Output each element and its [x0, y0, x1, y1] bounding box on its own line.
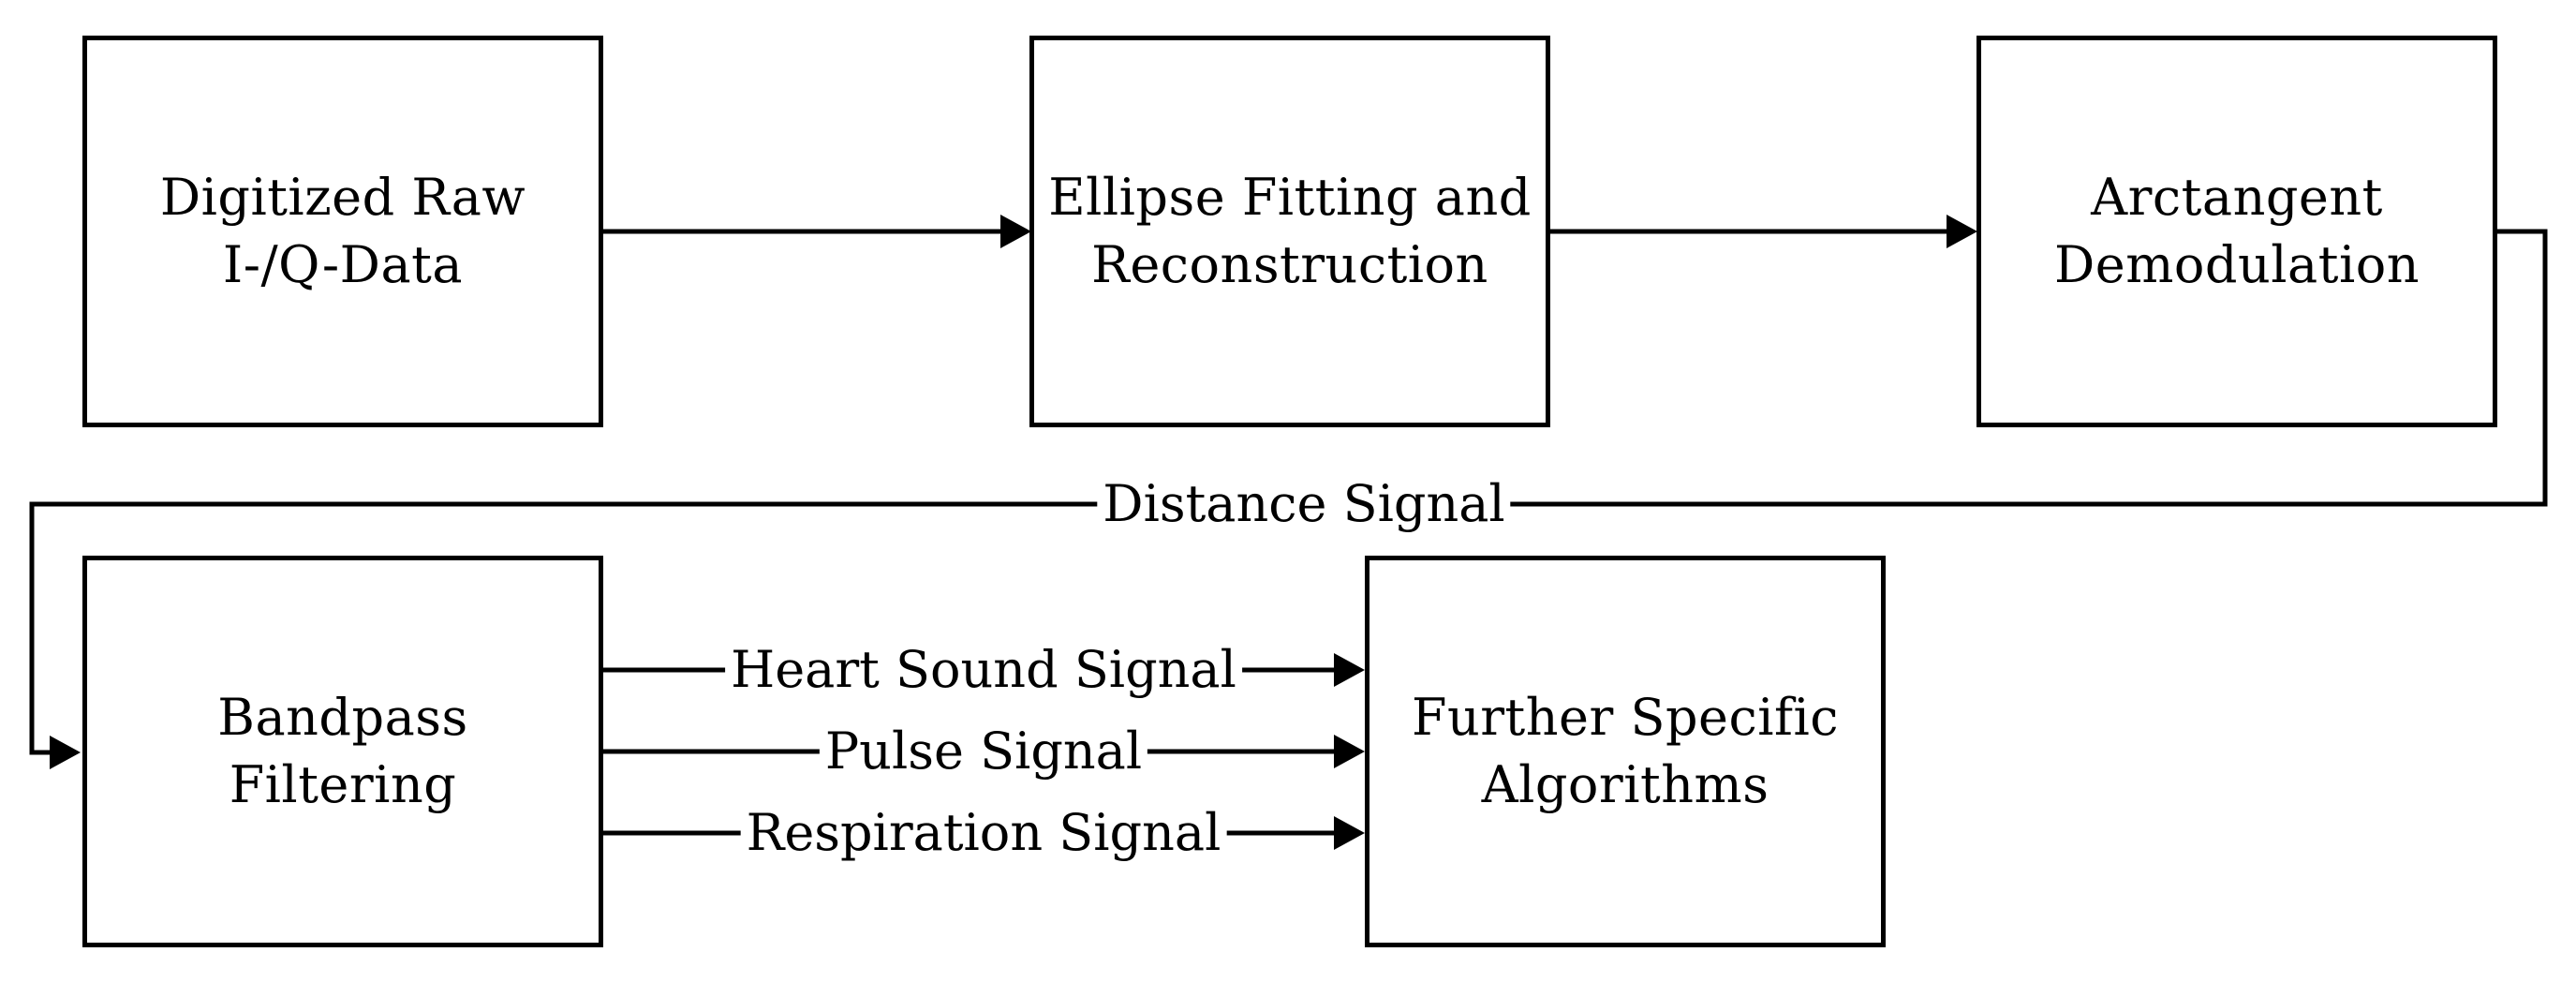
node-ellipse-fitting: Ellipse Fitting and Reconstruction [1029, 36, 1550, 427]
node-label: Ellipse Fitting and Reconstruction [1048, 164, 1532, 299]
node-label-line-1: Further Specific [1411, 688, 1839, 747]
node-label-line-1: Arctangent [2091, 168, 2383, 227]
node-label: Digitized Raw I-/Q-Data [160, 164, 526, 299]
node-label: Further Specific Algorithms [1412, 684, 1839, 819]
node-digitized-raw-data: Digitized Raw I-/Q-Data [82, 36, 603, 427]
node-label-line-2: Demodulation [2053, 235, 2421, 294]
node-label: Arctangent Demodulation [2054, 164, 2420, 299]
node-label-line-1: Bandpass [217, 688, 468, 747]
node-label-line-2: Filtering [229, 755, 457, 814]
arrowhead-respiration [1334, 816, 1365, 850]
arrowhead-pulse [1334, 735, 1365, 768]
node-further-specific-algorithms: Further Specific Algorithms [1365, 556, 1886, 947]
node-label-line-2: Algorithms [1481, 755, 1769, 814]
edge-label-respiration-signal: Respiration Signal [740, 805, 1227, 861]
node-label-line-2: I-/Q-Data [222, 235, 464, 294]
edge-label-heart-sound-signal: Heart Sound Signal [725, 642, 1242, 698]
node-label-line-1: Digitized Raw [159, 168, 526, 227]
edge-label-pulse-signal: Pulse Signal [819, 723, 1148, 780]
edge-label-distance-signal: Distance Signal [1097, 476, 1511, 532]
arrowhead-raw-to-ellipse [1000, 215, 1031, 248]
arrowhead-ellipse-to-arctan [1947, 215, 1977, 248]
node-label-line-1: Ellipse Fitting and [1048, 168, 1532, 227]
arrowhead-heart-sound [1334, 653, 1365, 687]
node-label-line-2: Reconstruction [1091, 235, 1488, 294]
node-arctangent-demodulation: Arctangent Demodulation [1976, 36, 2497, 427]
node-label: Bandpass Filtering [217, 684, 467, 819]
arrowhead-arctan-to-bandpass [50, 736, 81, 769]
node-bandpass-filtering: Bandpass Filtering [82, 556, 603, 947]
